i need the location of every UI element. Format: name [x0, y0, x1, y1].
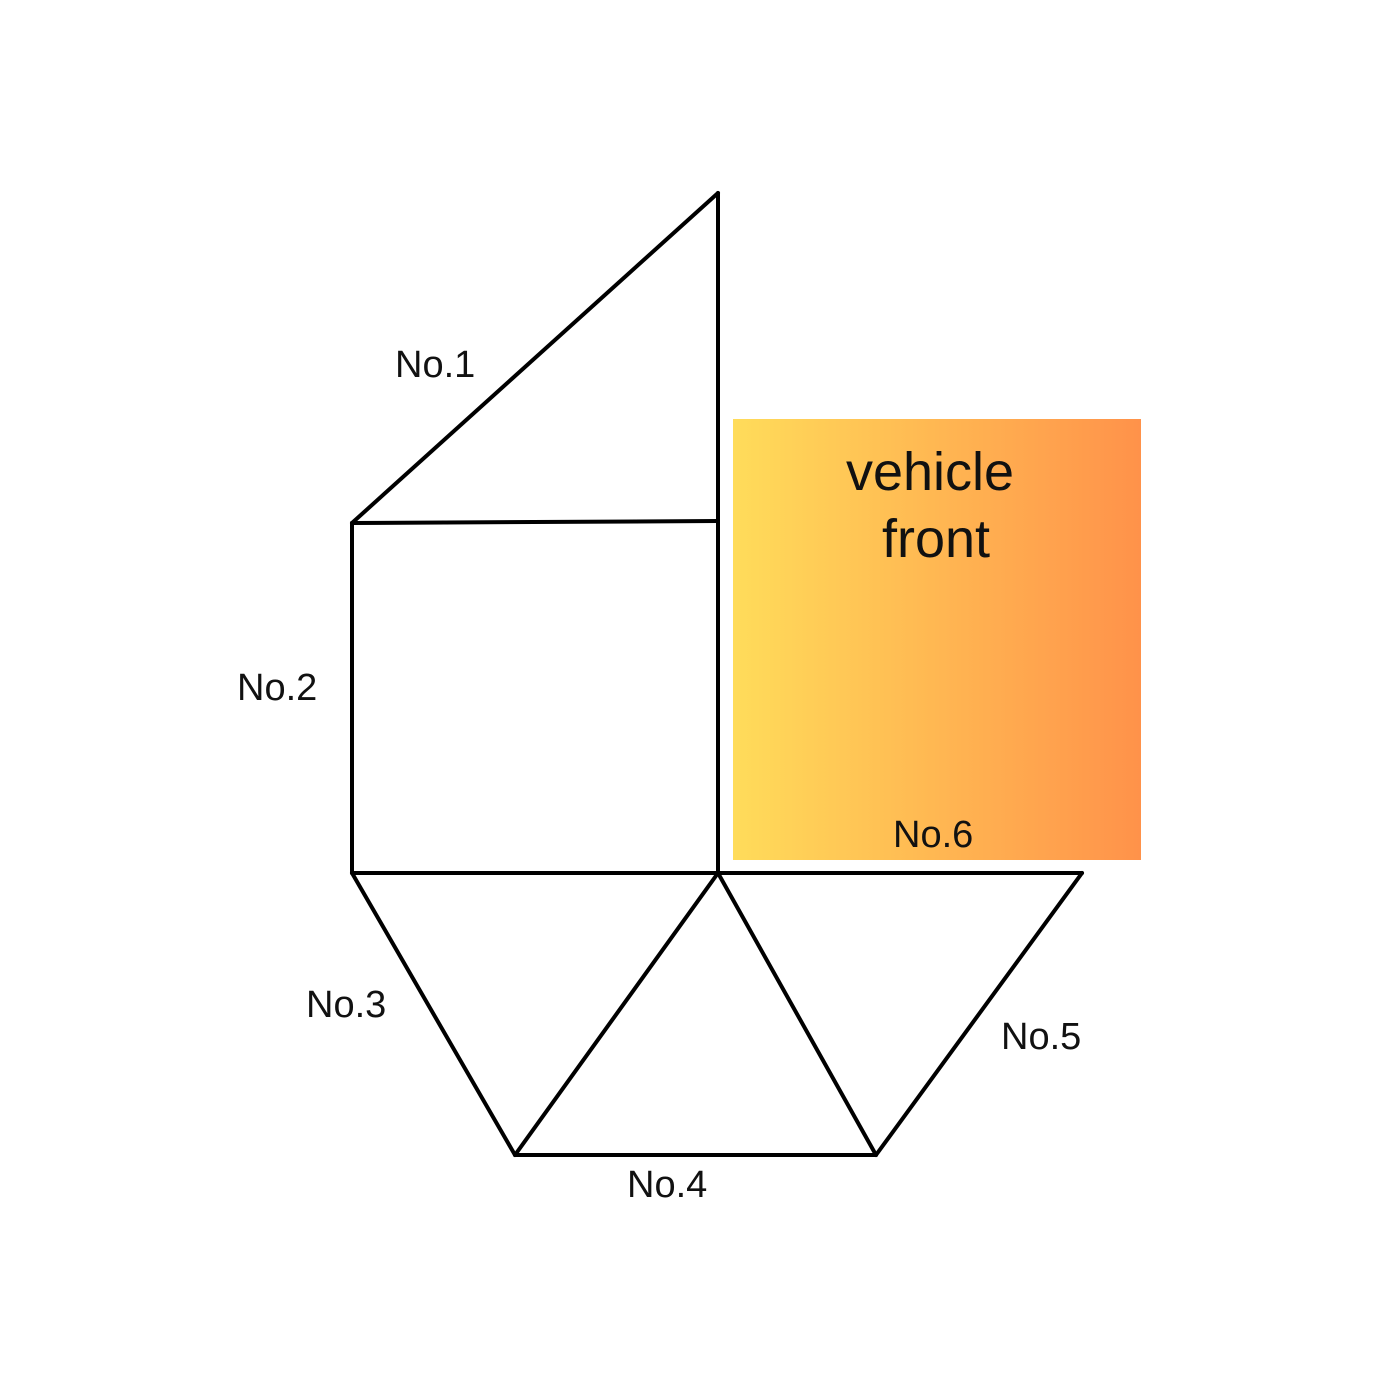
label-no1: No.1	[395, 344, 475, 386]
edge-no2-top	[350, 519, 720, 525]
edge-no4-right	[716, 871, 878, 1157]
panel-title-line2: front	[882, 509, 990, 569]
edge-no3-right	[513, 871, 720, 1157]
vehicle-front-panel	[733, 419, 1141, 860]
label-no2: No.2	[237, 667, 317, 709]
panel-title-line1: vehicle	[846, 442, 1014, 502]
label-no4: No.4	[627, 1164, 707, 1206]
edge-no1-hypotenuse	[350, 191, 720, 525]
edge-no3-left	[350, 871, 517, 1157]
label-no6: No.6	[893, 814, 973, 856]
edge-no5-right	[874, 871, 1084, 1157]
diagram-edges	[350, 191, 1084, 1157]
label-no5: No.5	[1001, 1016, 1081, 1058]
label-no3: No.3	[306, 984, 386, 1026]
